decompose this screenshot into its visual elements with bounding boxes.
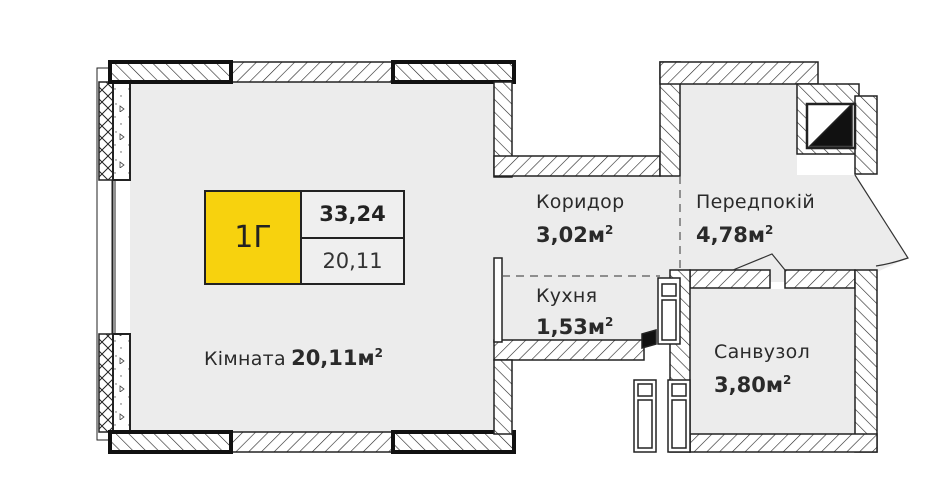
room-name: Санвузол <box>714 341 811 363</box>
room-area: 20,11м2 <box>291 346 384 370</box>
room-area: 3,02м2 <box>536 223 614 247</box>
room-label-koridor: Коридор 3,02м2 <box>536 193 624 246</box>
room-label-kukhnia: Кухня 1,53м2 <box>536 287 613 338</box>
interior-walls <box>493 61 878 453</box>
floor-fill <box>130 82 908 434</box>
room-area: 3,80м2 <box>714 373 792 397</box>
room-label-sanvuzol: Санвузол 3,80м2 <box>714 343 810 396</box>
living-area: 20,11 <box>322 248 383 273</box>
apartment-badge: 1Г 33,24 20,11 <box>204 190 405 285</box>
room-name: Коридор <box>536 191 625 213</box>
total-area: 33,24 <box>302 192 403 239</box>
left-facade-wall <box>96 67 131 441</box>
zone-dividers <box>502 176 681 277</box>
room-area: 4,78м2 <box>696 223 774 247</box>
doors <box>732 174 909 271</box>
top-wall <box>108 60 516 84</box>
room-area: 1,53м2 <box>536 315 614 339</box>
ventilation-shafts <box>633 277 691 453</box>
room-label-kimnata: Кімната 20,11м2 <box>204 347 383 369</box>
room-label-peredpokii: Передпокій 4,78м2 <box>696 193 815 246</box>
room-name: Кімната <box>204 348 286 370</box>
apartment-code: 1Г <box>206 192 302 283</box>
room-name: Кухня <box>536 285 598 307</box>
bottom-wall <box>108 430 516 454</box>
room-name: Передпокій <box>696 191 816 213</box>
